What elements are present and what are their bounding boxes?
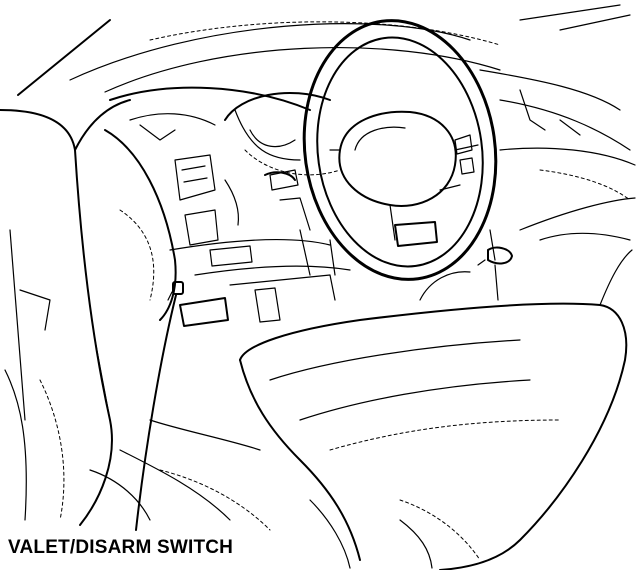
gear-shifter [477,229,513,301]
right-dashboard [479,69,636,231]
floor-lines [89,469,433,569]
driver-seat [119,232,633,570]
valet-disarm-switch-label: VALET/DISARM SWITCH [8,537,234,558]
steering-column [179,171,336,327]
windshield-lines [17,4,631,96]
callout-leader-line [135,294,177,531]
steering-wheel [302,19,498,281]
valet-disarm-switch [167,281,184,301]
a-pillar [0,99,131,526]
dashboard [104,86,351,321]
